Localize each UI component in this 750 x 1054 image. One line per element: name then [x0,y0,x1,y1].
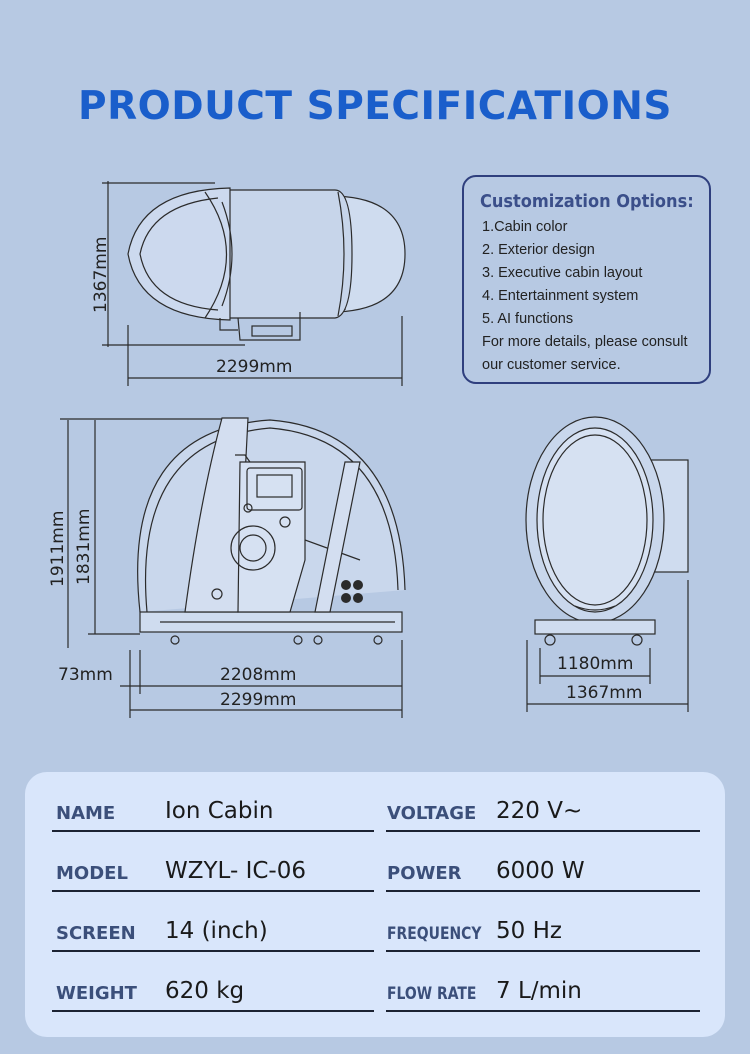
side-view-drawing [137,417,406,645]
spec-label-model: MODEL [56,863,128,884]
spec-label-screen: SCREEN [56,923,136,944]
spec-value-model: WZYL- IC-06 [165,858,306,884]
spec-label-frequency: FREQUENCY [387,924,482,944]
customization-line: our customer service. [482,357,621,373]
customization-line: 5. AI functions [482,311,574,327]
spec-label-flow-rate: FLOW RATE [387,984,477,1004]
customization-line: For more details, please consult [482,334,688,350]
spec-label-name: NAME [56,803,116,824]
dim-side-length-inner: 2208mm [220,665,297,685]
customization-options-box: Customization Options: 1.Cabin color 2. … [462,175,711,384]
divider [386,890,700,892]
spec-row: NAME Ion Cabin VOLTAGE 220 V~ [52,772,700,832]
spec-label-voltage: VOLTAGE [387,803,477,824]
spec-row: SCREEN 14 (inch) FREQUENCY 50 Hz [52,892,700,952]
spec-value-name: Ion Cabin [165,798,274,824]
divider [386,950,700,952]
dim-front-width-outer: 1367mm [566,683,643,703]
spec-value-weight: 620 kg [165,978,245,1004]
spec-label-power: POWER [387,863,462,884]
spec-row: MODEL WZYL- IC-06 POWER 6000 W [52,832,700,892]
customization-line: 3. Executive cabin layout [482,265,643,281]
dim-front-width-inner: 1180mm [557,654,634,674]
customization-line: 2. Exterior design [482,242,595,258]
spec-value-screen: 14 (inch) [165,918,268,944]
dim-side-length-outer: 2299mm [220,690,297,710]
dim-top-height: 1367mm [91,236,111,313]
divider [52,830,374,832]
spec-value-flow-rate: 7 L/min [496,978,582,1004]
dim-side-height-inner: 1831mm [74,508,94,585]
spec-value-voltage: 220 V~ [496,798,583,824]
divider [52,1010,374,1012]
dim-top-length: 2299mm [216,357,293,377]
divider [386,1010,700,1012]
front-view-drawing [525,416,689,646]
customization-line: 1.Cabin color [482,219,568,235]
customization-heading: Customization Options: [480,191,694,212]
spec-label-weight: WEIGHT [56,983,137,1004]
divider [386,830,700,832]
customization-line: 4. Entertainment system [482,288,639,304]
divider [52,890,374,892]
technical-drawings [60,181,689,718]
page-title: PRODUCT SPECIFICATIONS [78,84,672,129]
spec-value-power: 6000 W [496,858,585,884]
top-view-drawing [127,187,406,341]
specifications-card: NAME Ion Cabin VOLTAGE 220 V~ MODEL WZYL… [25,772,725,1037]
spec-row: WEIGHT 620 kg FLOW RATE 7 L/min [52,952,700,1012]
dim-side-gap: 73mm [58,665,113,685]
divider [52,950,374,952]
spec-value-frequency: 50 Hz [496,918,562,944]
dim-side-height-outer: 1911mm [48,510,68,587]
